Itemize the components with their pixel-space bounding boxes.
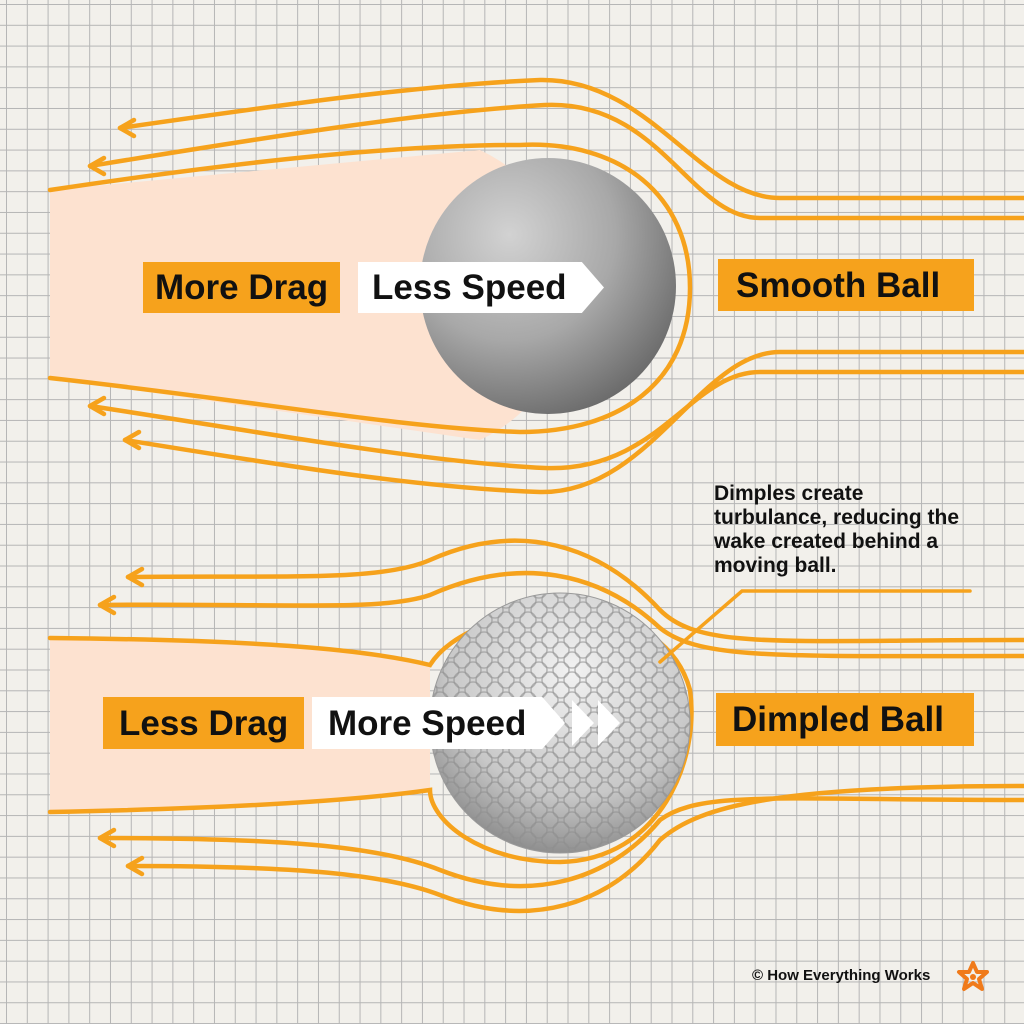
dimpled-ball-flow-arrowheads [97,566,145,877]
smooth-ball-label: Smooth Ball [718,259,974,311]
more-drag-label: More Drag [143,262,341,313]
how-everything-works-logo [957,961,989,991]
less-drag-label: Less Drag [103,697,305,749]
fast-forward-icon [572,700,620,746]
dimples-annotation: Dimples create turbulance, reducing the … [714,482,960,577]
more-speed-label: More Speed [312,697,565,749]
copyright-credit: © How Everything Works [752,967,931,984]
smooth-ball-flow-arrowheads [87,117,142,451]
less-speed-label: Less Speed [358,262,604,313]
dimpled-ball-label: Dimpled Ball [716,693,974,746]
annotation-leader-line [658,589,972,664]
smooth-ball-streamlines [47,77,1024,495]
